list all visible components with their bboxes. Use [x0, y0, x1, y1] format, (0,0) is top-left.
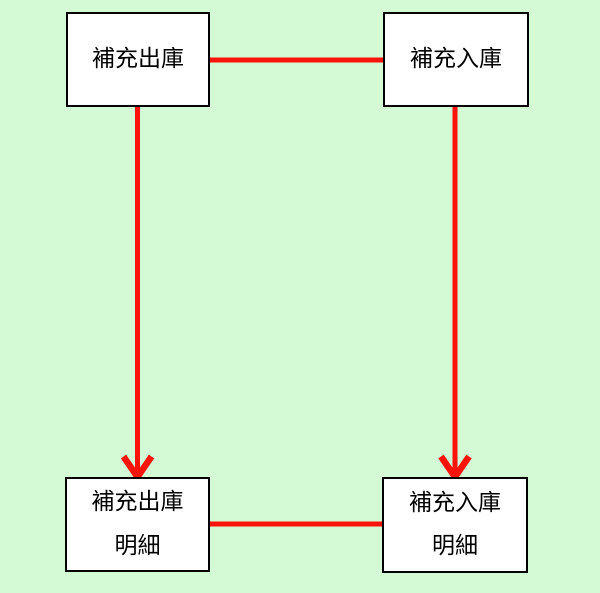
- node-replenishment-inbound-detail: 補充入庫 明細: [382, 477, 528, 573]
- node-label: 補充入庫: [409, 489, 501, 516]
- node-label: 明細: [432, 533, 478, 559]
- node-replenishment-inbound: 補充入庫: [383, 12, 529, 107]
- node-label: 補充入庫: [410, 45, 502, 72]
- node-replenishment-outbound-detail: 補充出庫 明細: [65, 477, 210, 572]
- node-label: 明細: [114, 532, 161, 559]
- node-label: 補充出庫: [92, 45, 184, 72]
- node-replenishment-outbound: 補充出庫: [66, 12, 210, 107]
- node-label: 補充出庫: [91, 489, 184, 516]
